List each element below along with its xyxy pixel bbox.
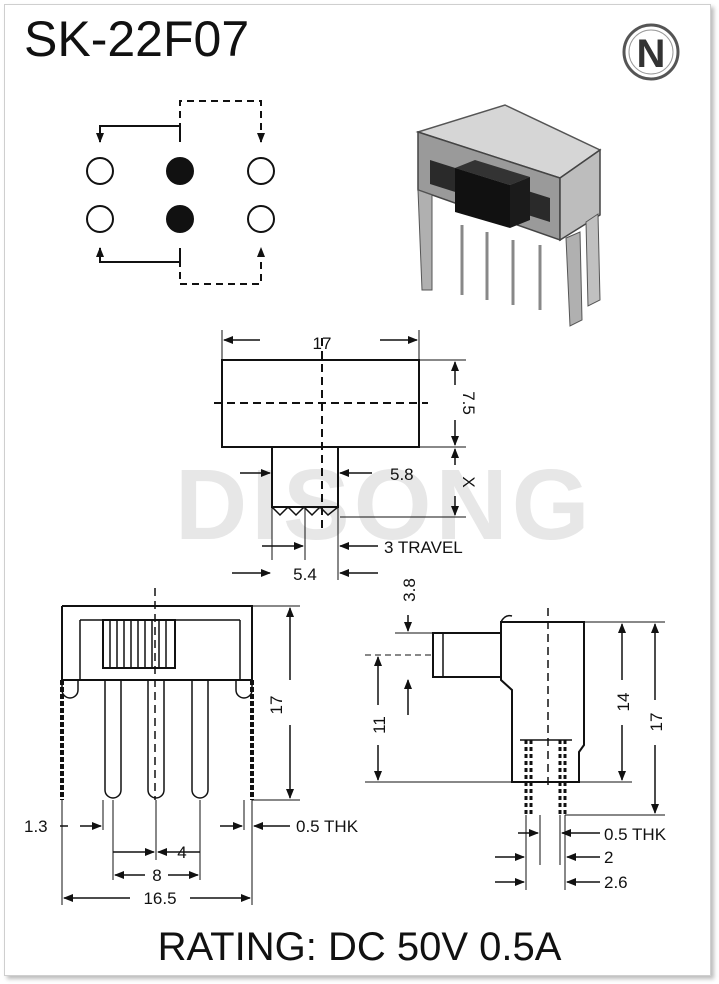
product-photo [415,104,602,327]
dim-side-2: 2 [604,848,613,867]
rating-label: RATING: DC 50V 0.5A [157,925,562,969]
side-view [365,608,665,890]
part-number-title: SK-22F07 [24,11,250,67]
dim-x: X [459,476,478,487]
dim-top-width: 17 [313,334,332,353]
dim-actuator-5-4: 5.4 [293,565,317,584]
watermark: DISONG [175,449,594,561]
logo-letter: N [637,32,666,76]
dim-thk-front: 0.5 THK [296,817,359,836]
dim-travel: 3 TRAVEL [384,538,463,557]
front-view [60,588,300,905]
dim-width-16-5: 16.5 [143,889,176,908]
dim-side-3-8: 3.8 [400,578,419,602]
dim-front-height: 17 [267,696,286,715]
dim-actuator-5-8: 5.8 [390,465,414,484]
dim-pin-1-3: 1.3 [24,817,48,836]
dim-span-8: 8 [152,866,161,885]
dim-thk-side: 0.5 THK [604,825,667,844]
dim-side-2-6: 2.6 [604,873,628,892]
dim-side-14: 14 [614,693,633,712]
switching-schematic [86,100,275,285]
brand-logo: N [622,23,680,81]
dim-pitch-4: 4 [177,843,186,862]
dim-side-17: 17 [647,713,666,732]
top-view [214,330,466,580]
dim-height-7-5: 7.5 [459,391,478,415]
dim-side-11: 11 [370,716,389,734]
